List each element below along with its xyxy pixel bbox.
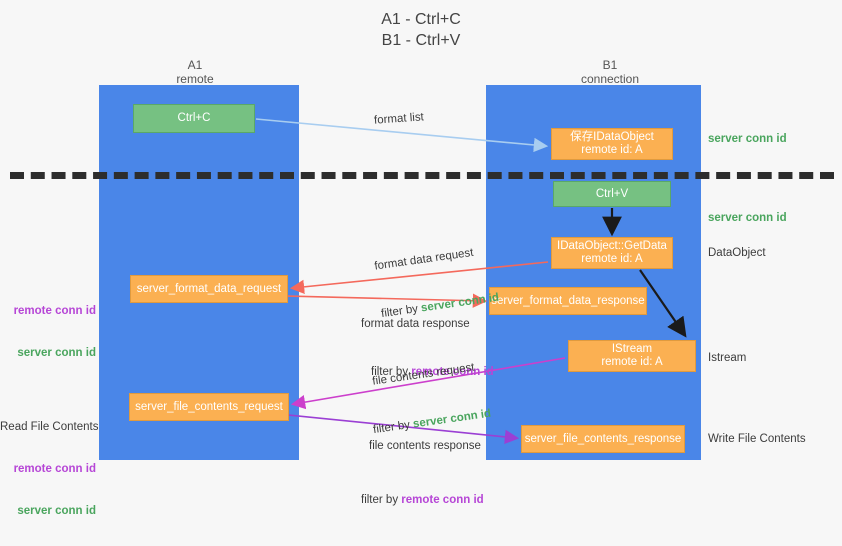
edge-label-format-data-response: format data response filter by remote co…: [361, 284, 494, 412]
note-read-file-contents: Read File Contents: [0, 421, 99, 433]
column-header-a1: A1 remote: [176, 58, 214, 86]
box-server-file-contents-response[interactable]: server_file_contents_response: [521, 425, 685, 453]
box-server-file-contents-request[interactable]: server_file_contents_request: [129, 393, 289, 421]
box-idataobject-getdata[interactable]: IDataObject::GetData remote id: A: [551, 237, 673, 269]
note-istream: Istream: [708, 352, 747, 364]
box-ctrl-v[interactable]: Ctrl+V: [553, 181, 671, 207]
box-idataobject[interactable]: 保存IDataObject remote id: A: [551, 128, 673, 160]
edge-label-file-contents-response-filter: filter by remote conn id: [361, 492, 484, 508]
page-title: A1 - Ctrl+C B1 - Ctrl+V: [381, 11, 461, 49]
edge-label-format-data-request-title: format data request: [373, 246, 475, 273]
note-server-conn-id-top: server conn id: [708, 133, 787, 145]
box-server-format-data-request[interactable]: server_format_data_request: [130, 275, 288, 303]
arrow-format-data-request: [289, 261, 549, 295]
box-server-format-data-response[interactable]: server_format_data_response: [489, 287, 647, 315]
box-istream[interactable]: IStream remote id: A: [568, 340, 696, 372]
note-server-conn-id-second: server conn id: [708, 212, 787, 224]
edge-label-format-data-response-title: format data response: [361, 318, 470, 330]
edge-label-file-contents-response: file contents response filter by remote …: [361, 406, 484, 540]
phase-divider: [10, 172, 834, 179]
note-left-middle: remote conn id server conn id: [0, 276, 96, 388]
note-write-file-contents: Write File Contents: [708, 433, 806, 445]
note-remote-conn-id-mid: remote conn id: [13, 305, 96, 317]
filter-prefix: filter by: [361, 494, 402, 506]
diagram-canvas: A1 - Ctrl+C B1 - Ctrl+V A1 remote B1 con…: [0, 11, 834, 517]
note-remote-conn-id-low: remote conn id: [13, 463, 96, 475]
arrow-getdata-to-istream: [639, 269, 687, 338]
filter-prefix: filter by: [371, 366, 412, 378]
arrow-file-contents-request: [290, 357, 566, 410]
note-server-conn-id-mid: server conn id: [17, 347, 96, 359]
edge-label-file-contents-request-title: file contents request: [371, 361, 476, 388]
filter-key-remote-conn-id: remote conn id: [401, 494, 484, 506]
note-server-conn-id-low: server conn id: [17, 505, 96, 517]
filter-key-remote-conn-id: remote conn id: [411, 366, 494, 378]
column-header-b1: B1 connection: [580, 58, 640, 86]
edge-label-file-contents-response-title: file contents response: [369, 440, 481, 452]
note-left-lower: Read File Contents remote conn id server…: [0, 392, 99, 546]
note-dataobject: DataObject: [708, 247, 766, 259]
edge-label-format-data-response-filter: filter by remote conn id: [361, 364, 494, 380]
box-ctrl-c[interactable]: Ctrl+C: [133, 104, 255, 133]
arrow-format-list: [255, 118, 549, 153]
